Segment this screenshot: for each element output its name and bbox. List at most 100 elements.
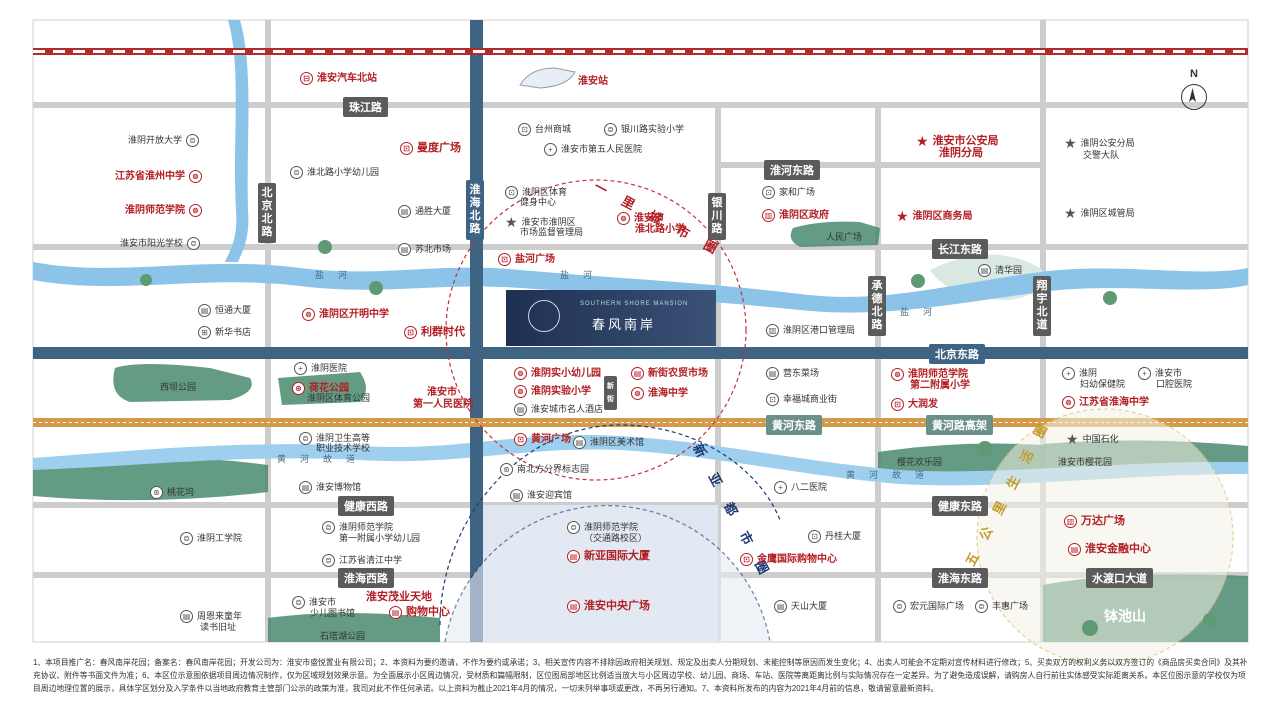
poi-13: ⊡ 淮阴区体育 <box>505 186 567 199</box>
building-icon: ▤ <box>398 243 411 256</box>
poi-label: 淮海中学 <box>648 388 688 399</box>
road-jiankang-east: 健康东路 <box>932 496 988 516</box>
poi-32: ⊜淮阴区开明中学 <box>302 308 389 321</box>
old-yellow-river <box>33 434 1248 486</box>
poi-label: 淮阴区美术馆 <box>590 437 645 447</box>
school-icon: ⊜ <box>187 237 201 250</box>
school-icon: ⊜ <box>189 204 202 217</box>
poi-0: ⊟淮安汽车北站 <box>300 72 377 85</box>
poi-label: 清华园 <box>995 265 1023 275</box>
building-icon: ▤ <box>567 550 580 563</box>
poi-label: 淮阴卫生高等 <box>316 433 371 443</box>
poi-label: 淮北路小学 <box>635 224 685 235</box>
poi-6: ⊡曼度广场 <box>400 142 461 155</box>
bag-icon: ⊡ <box>518 123 531 136</box>
poi-1: 淮安站 <box>578 76 608 87</box>
water-yanhe-2: 盐河 <box>560 270 607 280</box>
huaihai-north-road <box>470 20 483 642</box>
poi-label: 淮安中央广场 <box>584 600 650 612</box>
building-icon: ▤ <box>198 304 211 317</box>
poi-label: 江苏省淮州中学 <box>115 171 185 182</box>
road-huanghe-elevated: 黄河路高架 <box>926 415 993 435</box>
poi-label: 江苏省淮海中学 <box>1079 397 1149 408</box>
five-mile-ring <box>976 408 1234 666</box>
book-icon: ⊞ <box>198 326 211 339</box>
poi-22: 人民广场 <box>826 232 862 243</box>
poi-5: 淮阴开放大学⊜ <box>128 134 200 147</box>
poi-label: 淮安市阳光学校 <box>120 238 184 248</box>
poi-label: 盐河广场 <box>515 254 555 265</box>
brand-en: SOUTHERN SHORE MANSION <box>580 301 689 307</box>
poi-43: ▤淮安城市名人酒店 <box>514 403 603 416</box>
road-yinchuan: 银川路 <box>708 193 726 240</box>
poi-38: 西坝公园 <box>160 382 196 393</box>
north-arrow: N <box>1180 68 1208 110</box>
poi-label: 钵池山 <box>1104 608 1146 624</box>
compass-icon <box>1181 84 1207 110</box>
poi-label: 淮阴开放大学 <box>128 135 183 145</box>
road-huaihai-north: 淮海北路 <box>466 180 484 240</box>
poi-label: 淮阴区体育 <box>522 187 568 197</box>
poi-label: 万达广场 <box>1081 515 1125 527</box>
poi-68: ⊜淮阴工学院 <box>180 532 242 545</box>
poi-47: ⊡幸福城商业街 <box>766 393 837 406</box>
one-mile-ring <box>445 179 747 481</box>
disclaimer-text: 1、本项目推广名：春风南岸花园；备案名：春风南岸花园；开发公司为：淮安市盛悦置业… <box>33 658 1248 693</box>
poi-86: ▤淮安中央广场 <box>567 600 650 613</box>
poi-label: 周恩来童年 <box>197 611 243 621</box>
poi-label: 利群时代 <box>421 326 465 338</box>
poi-44: ▤新街农贸市场 <box>631 367 708 380</box>
poi-50: ⊡大润发 <box>891 398 938 411</box>
poi-87: ▤天山大厦 <box>774 600 827 613</box>
poi-42: ⊜淮阴实验小学 <box>514 385 591 398</box>
school-icon: ⊜ <box>322 521 335 534</box>
bag-icon: ⊡ <box>505 186 518 199</box>
building-icon: ▤ <box>774 600 787 613</box>
poi-11: 淮安市阳光学校⊜ <box>120 237 201 250</box>
road-jiankang-west: 健康西路 <box>338 496 394 516</box>
poi-label: 西坝公园 <box>160 382 197 392</box>
school-icon: ⊜ <box>617 212 630 225</box>
poi-label: 淮阴分局 <box>939 147 983 159</box>
poi-label: 第二附属小学 <box>910 380 970 391</box>
poi-label: 第一人民医院 <box>413 399 473 410</box>
bag-icon: ⊡ <box>762 186 775 199</box>
water-yanhe-3: 盐河 <box>900 307 947 317</box>
building-icon: ▤ <box>573 436 586 449</box>
poi-label: 营东菜场 <box>783 368 820 378</box>
poi-label: 淮安城市名人酒店 <box>531 404 604 414</box>
road-zhujiang: 珠江路 <box>343 97 388 117</box>
poi-31: ⊞新华书店 <box>198 326 251 339</box>
poi-label: 淮阴师范学院 <box>584 522 639 532</box>
bag-icon: ⊡ <box>740 553 753 566</box>
building-icon: ▤ <box>389 606 402 619</box>
poi-65: ⊛桃花坞 <box>150 486 194 499</box>
poi-64: ▤淮安博物馆 <box>299 481 361 494</box>
school-icon: ⊜ <box>290 166 303 179</box>
school-icon: ⊜ <box>299 432 312 445</box>
road-huaihai-east: 淮海东路 <box>932 568 988 588</box>
cross-icon: + <box>774 481 787 494</box>
poi-label: 淮安汽车北站 <box>317 73 377 84</box>
bag-icon: ⊡ <box>808 530 821 543</box>
poi-85: 石塔湖公园 <box>320 631 365 642</box>
cross-icon: + <box>294 362 307 375</box>
poi-label: （交通路校区） <box>584 533 648 543</box>
poi-label: 宏元国际广场 <box>910 601 965 611</box>
creek <box>225 20 249 262</box>
poi-61: ⊛南北方分界标志园 <box>500 463 589 476</box>
poi-label: 口腔医院 <box>1156 379 1193 389</box>
poi-label: 读书旧址 <box>200 622 237 632</box>
bag-icon: ⊡ <box>400 142 413 155</box>
poi-label: 家和广场 <box>779 187 816 197</box>
bag-icon: ⊡ <box>891 398 904 411</box>
poi-78: ▤淮安金融中心 <box>1068 543 1151 556</box>
govt-icon: ▥ <box>762 209 775 222</box>
poi-label: 淮安金融中心 <box>1085 543 1151 555</box>
poi-12: ▤苏北市场 <box>398 243 451 256</box>
poi-51: +淮阴 <box>1062 367 1097 380</box>
poi-label: 黄河广场 <box>531 434 571 445</box>
poi-54: 口腔医院 <box>1156 379 1192 390</box>
poi-label: 淮安市公安局 <box>932 134 999 147</box>
